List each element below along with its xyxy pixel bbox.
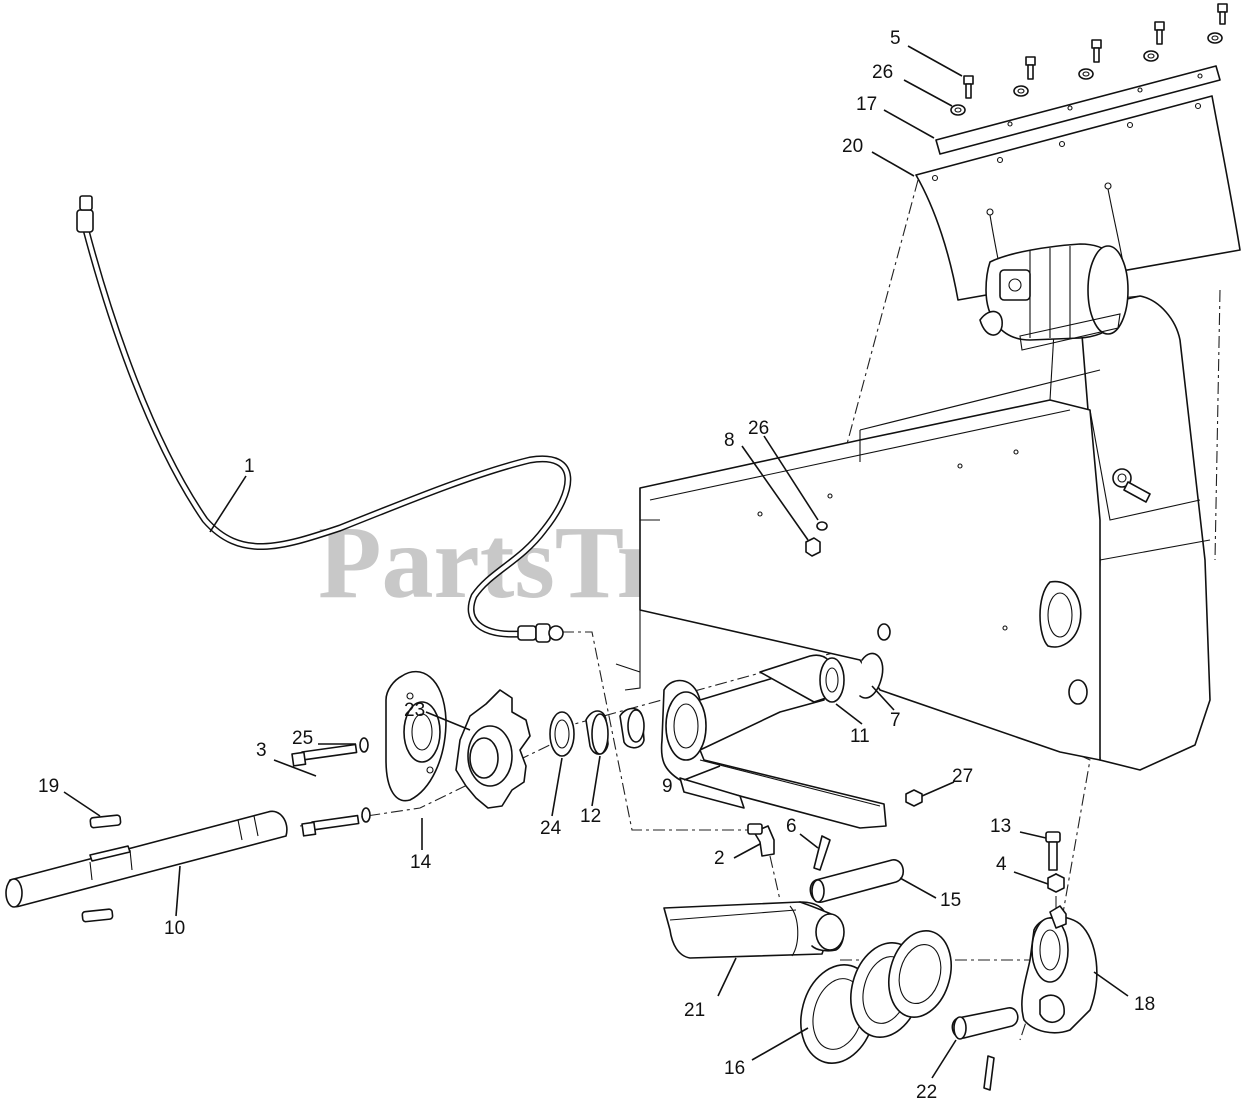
curved-shield bbox=[915, 95, 1241, 301]
shim-washers bbox=[800, 929, 952, 1064]
callout-7: 7 bbox=[890, 710, 901, 731]
callout-3: 3 bbox=[256, 740, 267, 761]
callout-16: 16 bbox=[724, 1058, 745, 1079]
callout-14: 14 bbox=[410, 852, 432, 873]
callout-19: 19 bbox=[38, 776, 59, 797]
callout-18: 18 bbox=[1134, 994, 1155, 1015]
clevis-pin bbox=[809, 835, 904, 903]
callout-6: 6 bbox=[786, 816, 797, 837]
housing-fitting bbox=[1112, 468, 1151, 503]
hub-bolts bbox=[291, 737, 371, 837]
center-nut bbox=[805, 521, 828, 557]
sprocket bbox=[455, 689, 531, 809]
hydraulic-cylinder bbox=[663, 901, 845, 959]
callout-8: 8 bbox=[724, 430, 735, 451]
callout-4: 4 bbox=[996, 854, 1007, 875]
lever-arm bbox=[1021, 905, 1098, 1034]
callout-22: 22 bbox=[916, 1082, 937, 1103]
bolt bbox=[1143, 21, 1165, 62]
callout-25: 25 bbox=[292, 728, 313, 749]
elbow-fitting bbox=[747, 823, 775, 857]
callout-23: 23 bbox=[404, 700, 425, 721]
bearing bbox=[819, 652, 884, 703]
callout-1: 1 bbox=[244, 456, 255, 477]
callout-5: 5 bbox=[890, 28, 901, 49]
callout-26-center: 26 bbox=[748, 418, 769, 439]
hub bbox=[385, 670, 447, 802]
lever-bolt bbox=[1045, 831, 1065, 893]
main-housing bbox=[615, 295, 1211, 771]
bolt bbox=[1207, 3, 1228, 44]
callout-26-top: 26 bbox=[872, 62, 893, 83]
callout-21: 21 bbox=[684, 1000, 705, 1021]
bushings bbox=[549, 707, 645, 757]
bolt bbox=[1013, 56, 1036, 97]
bolt bbox=[1078, 39, 1102, 80]
leader-lines bbox=[63, 45, 1129, 1079]
callout-labels: 5 26 17 20 1 8 26 23 3 25 19 10 14 24 12… bbox=[38, 28, 1155, 1103]
hydraulic-hose bbox=[76, 195, 572, 643]
top-bolts bbox=[950, 3, 1228, 116]
bolt bbox=[950, 75, 974, 116]
callout-24: 24 bbox=[540, 818, 562, 839]
hydraulic-motor bbox=[979, 243, 1129, 351]
callout-17: 17 bbox=[856, 94, 877, 115]
callout-10: 10 bbox=[164, 918, 185, 939]
mounting-strip bbox=[935, 65, 1221, 155]
callout-15: 15 bbox=[940, 890, 961, 911]
callout-27: 27 bbox=[952, 766, 973, 787]
callout-2: 2 bbox=[714, 848, 725, 869]
side-nut bbox=[905, 789, 923, 807]
pivot-arm bbox=[660, 654, 887, 829]
lever-pin bbox=[951, 1007, 1019, 1091]
callout-12: 12 bbox=[580, 806, 601, 827]
callout-20: 20 bbox=[842, 136, 863, 157]
callout-11: 11 bbox=[850, 726, 870, 747]
callout-9: 9 bbox=[662, 776, 673, 797]
drive-shaft bbox=[5, 810, 288, 923]
callout-13: 13 bbox=[990, 816, 1011, 837]
